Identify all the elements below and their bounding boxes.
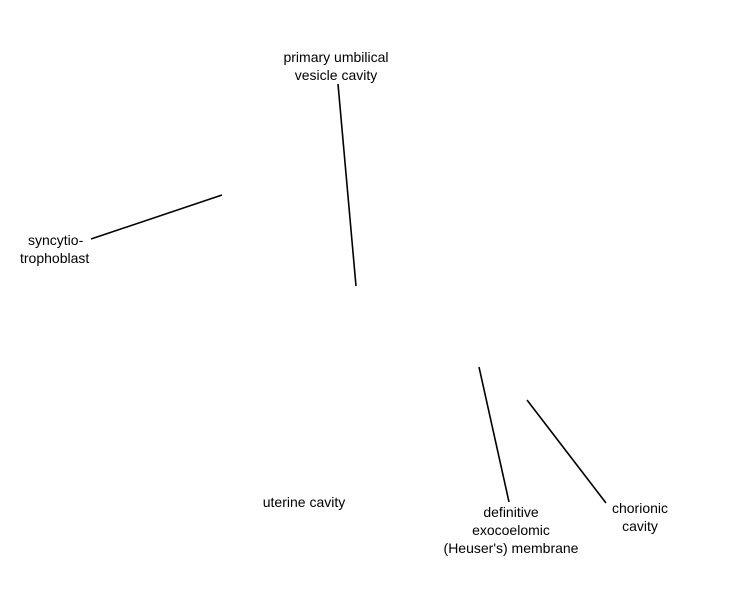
label-primary-umbilical-vesicle-cavity: primary umbilical vesicle cavity	[271, 48, 401, 84]
label-line: uterine cavity	[262, 494, 346, 510]
label-line: (Heuser's) membrane	[443, 540, 579, 556]
label-line: exocoelomic	[472, 522, 550, 538]
leader-line-syncytiotrophoblast	[90, 194, 223, 240]
label-line: primary umbilical	[283, 49, 389, 65]
label-line: definitive	[483, 504, 539, 520]
label-line: chorionic	[611, 500, 669, 516]
label-line: trophoblast	[20, 250, 90, 266]
leader-line-chorionic-cavity	[526, 399, 607, 504]
label-line: vesicle cavity	[294, 67, 378, 83]
leader-line-exocoelomic-membrane	[478, 366, 510, 503]
label-line: cavity	[622, 518, 658, 534]
label-definitive-exocoelomic-membrane: definitive exocoelomic (Heuser's) membra…	[431, 503, 591, 557]
leader-line-primary-umbilical-vesicle	[337, 83, 357, 287]
label-syncytiotrophoblast: syncytio- trophoblast	[20, 231, 89, 267]
label-line: syncytio-	[28, 232, 84, 248]
label-uterine-cavity: uterine cavity	[254, 493, 354, 511]
label-chorionic-cavity: chorionic cavity	[600, 499, 680, 535]
